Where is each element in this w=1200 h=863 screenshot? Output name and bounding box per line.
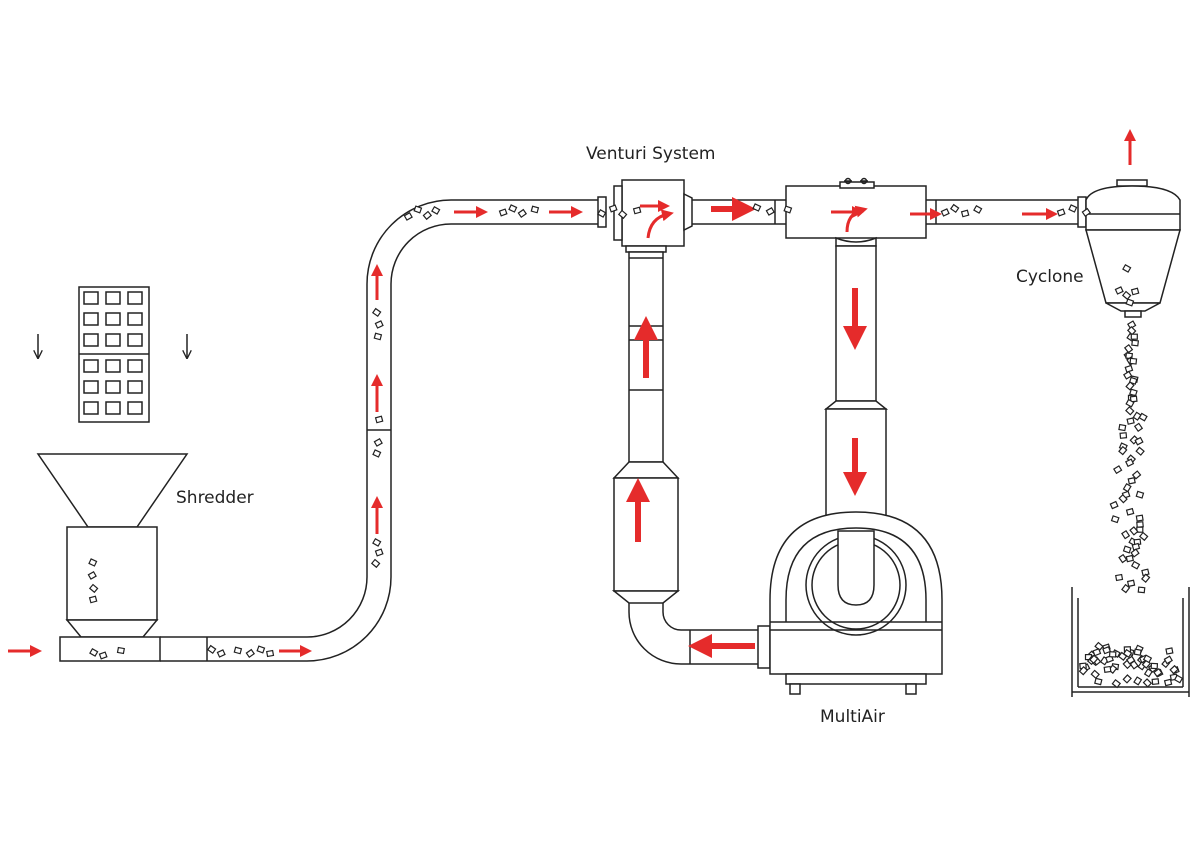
material-chip: [1127, 320, 1137, 330]
label-cyclone: Cyclone: [1016, 267, 1084, 287]
material-chip: [1118, 445, 1128, 456]
material-pack: [78, 286, 150, 423]
material-chip: [1137, 586, 1146, 594]
material-chip: [1102, 646, 1112, 655]
label-venturi-system: Venturi System: [586, 144, 716, 164]
multiair-unit: [769, 177, 943, 695]
material-chip: [1129, 526, 1139, 536]
material-chip: [1109, 500, 1119, 510]
material-chip: [1118, 423, 1127, 432]
material-chip: [1138, 531, 1149, 542]
material-chip: [1121, 583, 1131, 594]
material-chip: [1122, 483, 1132, 493]
flow-arrows: [8, 129, 1136, 658]
material-chip: [1153, 667, 1163, 678]
material-chip: [1130, 548, 1140, 558]
shredder-unit: [36, 453, 189, 662]
material-chip: [1124, 364, 1134, 373]
material-chip: [1151, 678, 1160, 686]
material-chip: [1135, 446, 1145, 456]
label-multiair: MultiAir: [820, 707, 885, 727]
material-chip: [1126, 417, 1135, 425]
material-chip: [1125, 458, 1135, 468]
material-chips: [87, 203, 1140, 660]
material-chip: [1130, 333, 1138, 340]
material-chip: [1111, 678, 1122, 689]
material-chip: [1115, 573, 1124, 582]
material-chip: [1125, 507, 1135, 516]
material-chip: [1133, 676, 1143, 686]
cyclone-unit: [1085, 179, 1181, 318]
material-chip: [1118, 493, 1128, 504]
material-chip: [1078, 665, 1089, 676]
material-chip: [1125, 554, 1135, 563]
material-chip: [1163, 655, 1173, 665]
material-chip: [1122, 648, 1133, 658]
material-chip: [1126, 325, 1137, 336]
material-chip: [1143, 668, 1153, 678]
material-chip: [1129, 357, 1138, 365]
material-chip: [1129, 395, 1138, 403]
material-chip: [1142, 678, 1153, 688]
material-chip: [1173, 674, 1184, 684]
material-chip: [1125, 655, 1136, 665]
return-pipe: [628, 603, 771, 669]
label-shredder: Shredder: [176, 488, 254, 508]
material-chip: [1133, 422, 1144, 433]
material-chip: [1121, 529, 1131, 540]
material-chip: [1094, 641, 1104, 652]
collection-bin: [1071, 587, 1190, 697]
material-chip: [1135, 490, 1145, 499]
falling-chips: [1109, 320, 1151, 594]
material-chip: [1125, 398, 1135, 408]
material-chip: [1165, 647, 1174, 655]
material-chip: [1142, 654, 1153, 664]
material-chip: [1108, 651, 1117, 658]
material-chip: [1125, 406, 1135, 416]
material-chip: [1135, 514, 1144, 522]
material-chip: [1133, 648, 1142, 656]
material-chip: [1122, 545, 1132, 554]
material-chip: [1123, 343, 1134, 354]
material-chip: [1092, 648, 1102, 657]
material-chip: [1141, 573, 1151, 583]
material-chip: [1150, 662, 1159, 670]
bin-chips: [1078, 641, 1184, 689]
material-chip: [1136, 521, 1144, 528]
material-chip: [1126, 579, 1136, 588]
material-chip: [1090, 669, 1100, 680]
material-chip: [1110, 515, 1120, 524]
material-chip: [1094, 677, 1103, 686]
material-chip: [1169, 664, 1179, 675]
material-chip: [1119, 432, 1128, 439]
material-chip: [1163, 678, 1173, 687]
material-chip: [1122, 674, 1132, 684]
material-chip: [1131, 470, 1142, 480]
venturi-unit: [597, 179, 693, 604]
material-chip: [1118, 553, 1128, 564]
material-chip: [1123, 370, 1133, 380]
material-chip: [1103, 665, 1112, 673]
material-chip: [1130, 560, 1141, 570]
material-chip: [1089, 654, 1099, 665]
transport-pipe: [160, 199, 605, 662]
flow-arrow: [646, 209, 674, 239]
material-chip: [1132, 411, 1142, 421]
material-chip: [1125, 381, 1135, 391]
material-chip: [1134, 436, 1144, 446]
material-chip: [1127, 477, 1136, 485]
material-chip: [1113, 465, 1123, 475]
material-chip: [1131, 339, 1140, 347]
